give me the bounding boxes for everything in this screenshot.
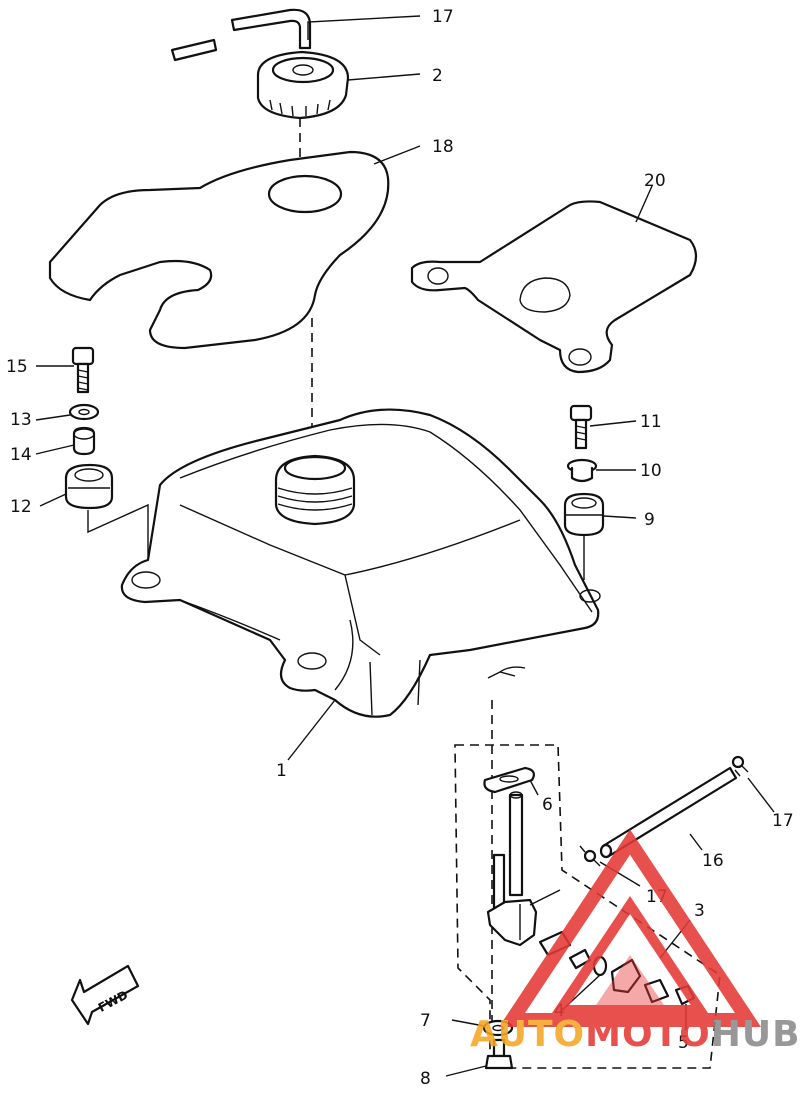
label-part-15: 15 <box>6 357 28 377</box>
damper-12-part <box>64 463 114 510</box>
label-part-7: 7 <box>420 1011 431 1031</box>
label-part-10: 10 <box>640 461 662 481</box>
label-part-19: 18 <box>432 137 454 157</box>
fuel-cap-part <box>256 50 350 178</box>
hose-clip-17b-part <box>579 845 601 867</box>
under-gasket-part <box>410 200 698 374</box>
label-part-5: 5 <box>678 1033 689 1053</box>
breather-hose-part <box>170 8 312 62</box>
fuel-tank-part <box>120 318 601 718</box>
fuel-cock-body <box>486 791 561 947</box>
label-part-18: 17 <box>432 7 454 27</box>
lever-part <box>610 958 670 1004</box>
label-part-2: 2 <box>432 66 443 86</box>
watermark: AUTOMOTOHUB <box>470 829 800 1055</box>
label-part-1: 1 <box>276 761 287 781</box>
tank-cover-gasket-part <box>48 150 390 350</box>
label-part-8: 8 <box>420 1069 431 1089</box>
label-part-16: 16 <box>702 851 724 871</box>
label-part-17a: 17 <box>772 811 794 831</box>
drain-screw-8-part <box>484 1038 514 1070</box>
watermark-brand: AUTOMOTOHUB <box>470 1014 800 1055</box>
label-part-11: 11 <box>640 412 662 432</box>
forward-arrow-icon: FWD <box>70 964 140 1026</box>
washer-13-part <box>68 403 100 421</box>
label-part-13: 13 <box>10 410 32 430</box>
damper-9-part <box>563 492 605 580</box>
label-part-20: 20 <box>644 171 666 191</box>
leader-lines <box>35 15 775 1077</box>
watermark-moto: MOTO <box>585 1014 711 1055</box>
watermark-auto: AUTO <box>470 1014 585 1055</box>
hose-clip-17a-part <box>731 755 749 777</box>
label-part-12: 12 <box>10 497 32 517</box>
leader-12-to-tank <box>87 503 149 560</box>
fuel-cock-gasket-6 <box>483 766 535 794</box>
collar-14-part <box>72 426 96 456</box>
bolt-15-part <box>71 346 95 394</box>
label-part-3: 3 <box>694 901 705 921</box>
watermark-hub: HUB <box>711 1014 800 1055</box>
label-part-14: 14 <box>10 445 32 465</box>
collar-10-part <box>566 458 598 483</box>
label-part-9: 9 <box>644 510 655 530</box>
bolt-11-part <box>569 404 593 450</box>
fuel-hose-16-part <box>599 766 738 859</box>
label-part-6: 6 <box>542 795 553 815</box>
triangle-logo-icon <box>498 829 762 1027</box>
fuel-cock-group <box>454 700 721 1069</box>
